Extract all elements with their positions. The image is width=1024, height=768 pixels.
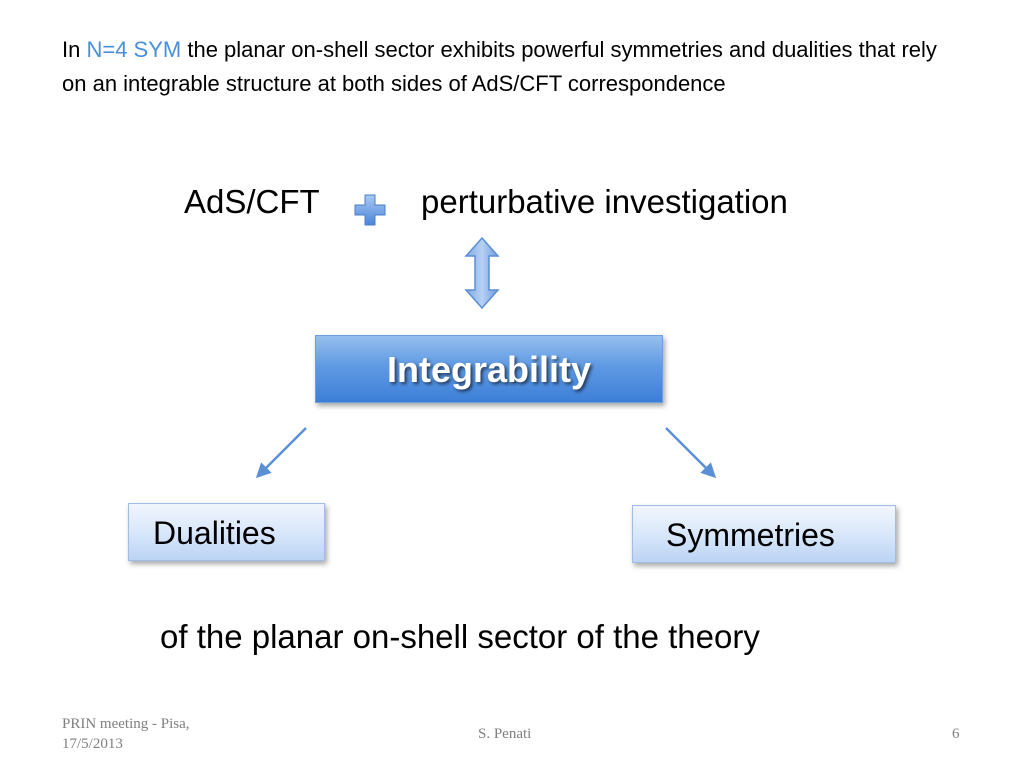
footer-author: S. Penati — [478, 726, 532, 742]
integrability-label: Integrability — [386, 349, 592, 390]
intro-prefix: In — [62, 37, 87, 62]
arrow-to-dualities — [255, 427, 307, 479]
conclusion-text: of the planar on-shell sector of the the… — [160, 618, 760, 655]
dualities-box: Dualities — [128, 503, 325, 561]
arrow-to-symmetries — [665, 427, 717, 479]
symmetries-box: Symmetries — [632, 505, 896, 563]
dualities-label: Dualities — [153, 515, 276, 551]
intro-rest: the planar on-shell sector exhibits powe… — [62, 37, 937, 96]
plus-icon — [354, 194, 386, 226]
integrability-box: Integrability — [315, 335, 663, 403]
adscft-label: AdS/CFT — [184, 183, 320, 220]
slide-number: 6 — [952, 726, 960, 742]
intro-paragraph: In N=4 SYM the planar on-shell sector ex… — [62, 33, 962, 101]
double-arrow-icon — [464, 236, 500, 310]
perturbative-label: perturbative investigation — [421, 183, 788, 220]
footer-event: PRIN meeting - Pisa, 17/5/2013 — [62, 716, 190, 752]
intro-highlight: N=4 SYM — [86, 37, 182, 62]
symmetries-label: Symmetries — [666, 517, 835, 553]
